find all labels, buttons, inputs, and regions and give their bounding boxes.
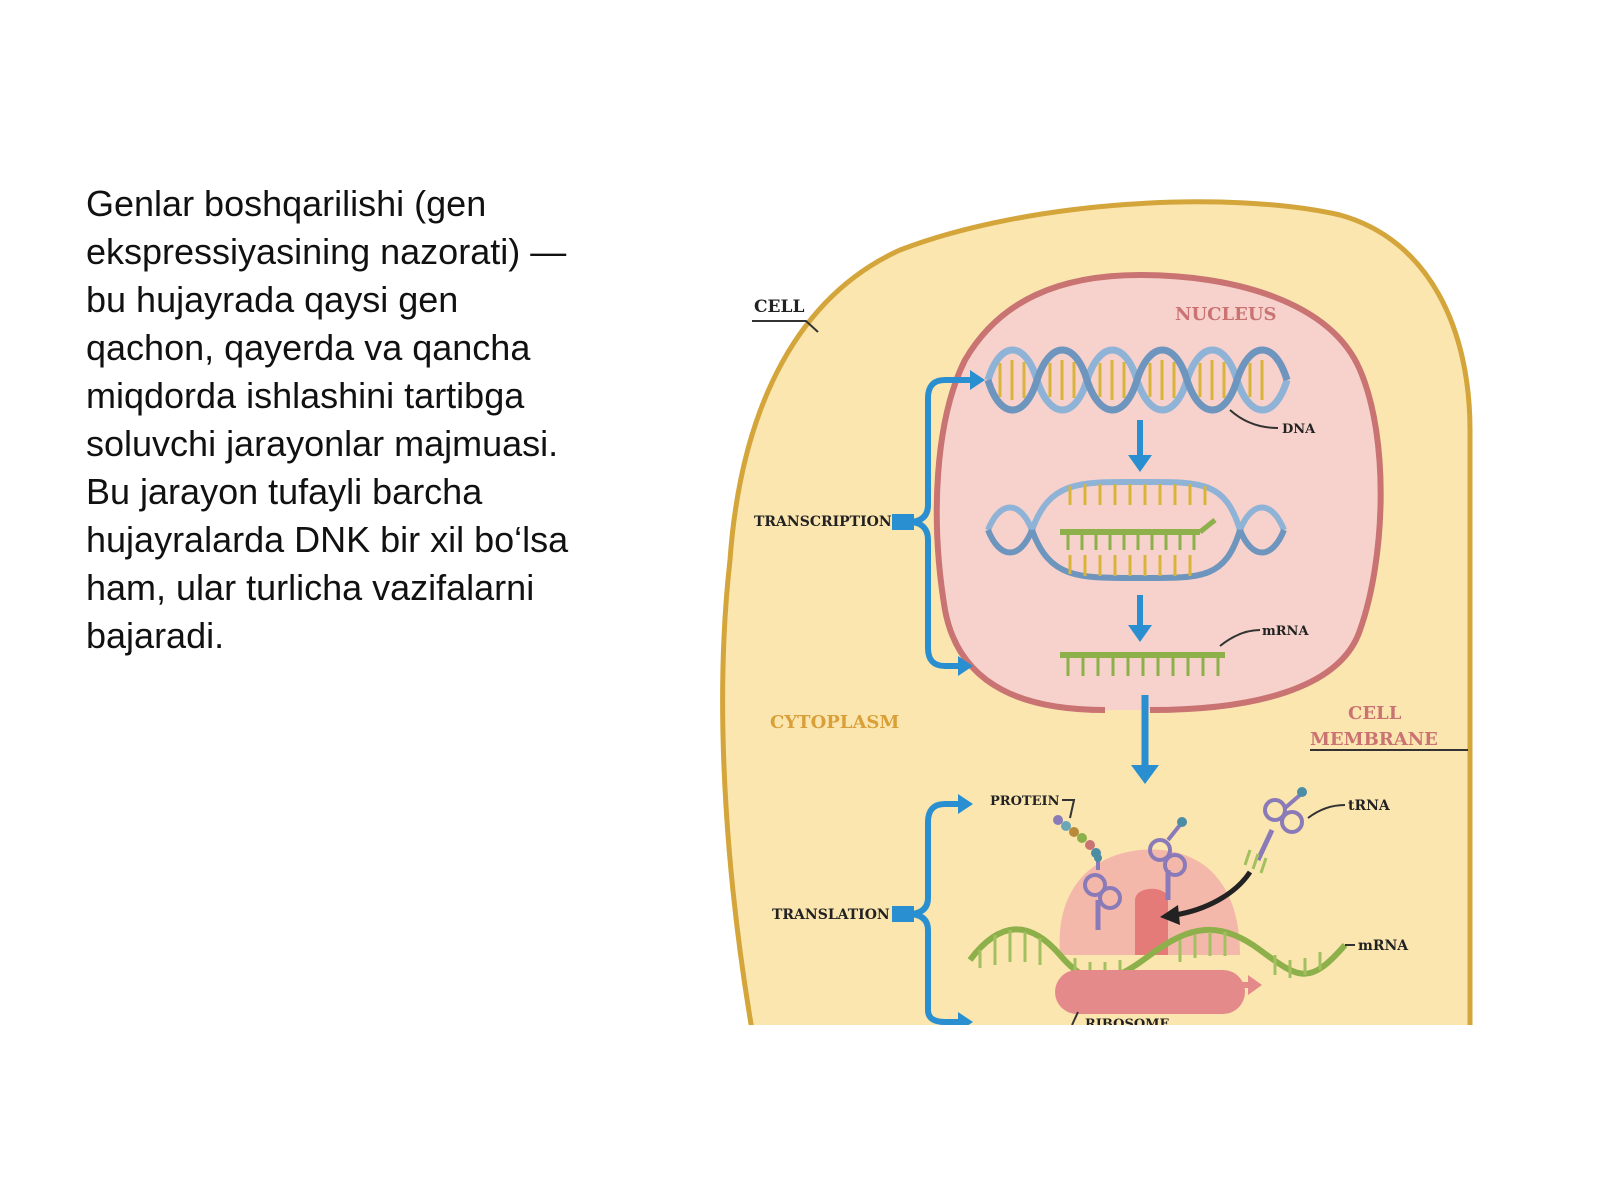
label-cytoplasm: CYTOPLASM xyxy=(770,712,899,733)
translation-tab xyxy=(892,906,914,922)
label-transcription: TRANSCRIPTION xyxy=(754,514,892,530)
ribosome-site xyxy=(1135,888,1168,955)
label-cell: CELL xyxy=(754,297,804,317)
arrow-head-transcription-top xyxy=(970,370,985,390)
arrow-head-transcription-bottom xyxy=(958,656,973,676)
label-ribosome: RIBOSOME xyxy=(1085,1017,1170,1030)
arrow-transcription-to-mrna xyxy=(1128,595,1152,642)
mrna-label-line-nucleus xyxy=(1219,629,1261,647)
ribosome-label-line xyxy=(1071,1011,1079,1025)
protein-label-line xyxy=(1062,799,1076,819)
label-cell-membrane-line1: CELL xyxy=(1348,703,1402,724)
trna-incoming xyxy=(1243,787,1307,874)
transcription-tab xyxy=(892,514,914,530)
mrna-wave-cytoplasm xyxy=(967,926,1348,983)
dna-helix xyxy=(984,346,1291,414)
arrow-nucleus-to-cytoplasm xyxy=(1131,695,1159,784)
trna-in-ribosome-2 xyxy=(1148,817,1187,900)
arrow-dna-to-transcription xyxy=(1128,420,1152,472)
label-cell-membrane-line2: MEMBRANE xyxy=(1310,729,1438,750)
slide-paragraph: Genlar boshqarilishi (gen ekspressiyasin… xyxy=(86,183,569,656)
trna-in-ribosome-1 xyxy=(1083,854,1122,930)
protein-chain xyxy=(1053,815,1101,858)
trna-entry-arrow-head xyxy=(1160,905,1180,925)
dna-label-line xyxy=(1229,409,1279,429)
trna-entry-arrow xyxy=(1174,870,1253,918)
label-dna: DNA xyxy=(1282,422,1316,437)
label-mrna-nucleus: mRNA xyxy=(1262,624,1309,639)
transcription-bubble xyxy=(985,478,1287,582)
label-translation: TRANSLATION xyxy=(772,907,890,923)
arrow-head-translation-bottom xyxy=(958,1012,973,1025)
label-trna: tRNA xyxy=(1348,798,1391,814)
trna-label-line xyxy=(1307,804,1346,819)
label-nucleus: NUCLEUS xyxy=(1175,304,1277,325)
arrow-head-translation-top xyxy=(958,794,973,814)
gene-expression-diagram: CELL NUCLEUS DNA TRANSCRIPTION mRNA CYTO… xyxy=(720,199,1473,1030)
ribosome-direction-arrow xyxy=(1230,975,1262,995)
ribosome-small-subunit xyxy=(1055,970,1245,1014)
label-protein: PROTEIN xyxy=(990,794,1060,809)
label-mrna-cytoplasm: mRNA xyxy=(1358,938,1409,954)
mrna-strand-nucleus xyxy=(1060,652,1225,676)
cell-label-line xyxy=(752,320,819,333)
